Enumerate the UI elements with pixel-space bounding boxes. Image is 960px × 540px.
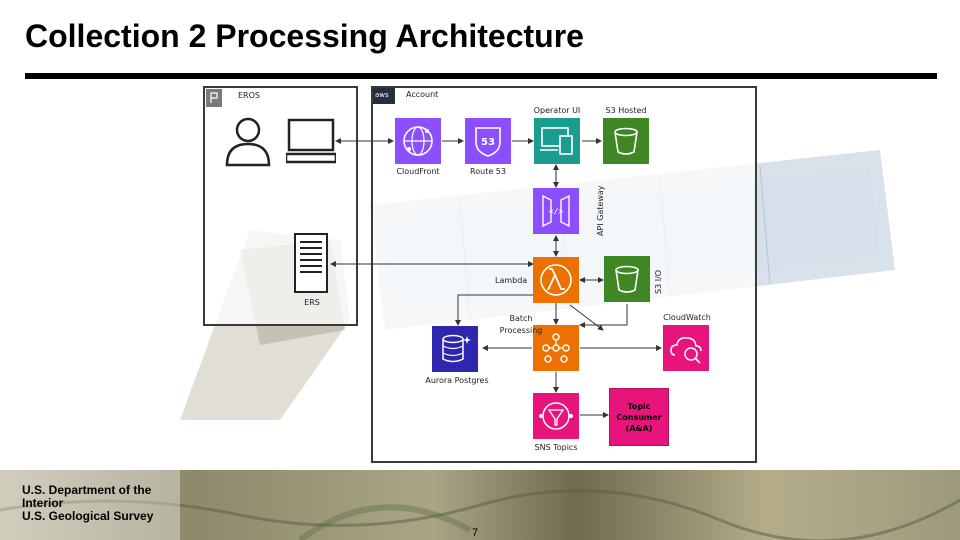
topic-consumer-line2: Consumer: [616, 412, 662, 422]
title-underline: [25, 73, 937, 79]
lambda-label: Lambda: [495, 276, 528, 285]
ers-label: ERS: [304, 298, 320, 307]
s3-io-label: S3 I/O: [654, 269, 663, 294]
footer-agency-text: U.S. Department of the Interior U.S. Geo…: [22, 484, 172, 523]
eros-flag-icon: [206, 89, 222, 107]
cloudwatch-node: [663, 325, 709, 371]
cloudwatch-icon: [670, 337, 702, 364]
aurora-postgres-label: Aurora Postgres: [425, 376, 489, 385]
page-number: 7: [472, 527, 479, 539]
api-gateway-node: </>: [533, 188, 579, 234]
computer-icon: [286, 118, 336, 164]
eros-label: EROS: [238, 91, 260, 100]
route53-label: Route 53: [470, 167, 506, 176]
aws-logo-icon: [373, 88, 395, 104]
cloudfront-icon: [403, 126, 433, 156]
account-label: Account: [406, 90, 439, 99]
footer-line1: U.S. Department of the Interior: [22, 483, 152, 510]
topic-consumer-node: Topic Consumer (A&A): [609, 388, 669, 446]
cloudwatch-label: CloudWatch: [663, 313, 711, 322]
s3-hosted-label: S3 Hosted: [605, 106, 647, 115]
batch-label-line1: Batch: [509, 314, 533, 323]
sns-icon: [539, 402, 573, 430]
svg-text:53: 53: [481, 137, 495, 148]
aws-badge-text: aws: [375, 91, 389, 99]
operator-ui-label: Operator UI: [533, 106, 581, 115]
server-icon: [294, 233, 328, 293]
aurora-postgres-node: [432, 326, 478, 372]
page-title: Collection 2 Processing Architecture: [25, 18, 584, 54]
route53-node: 53: [465, 118, 511, 164]
svg-text:</>: </>: [549, 207, 564, 216]
s3-bucket-icon: [615, 265, 639, 293]
batch-icon: [542, 333, 570, 363]
user-icon: [225, 117, 271, 167]
database-icon: [442, 334, 471, 363]
api-gateway-icon: </>: [542, 194, 570, 228]
batch-processing-node: [533, 325, 579, 371]
operator-ui-node: [534, 118, 580, 164]
sns-topics-label: SNS Topics: [534, 443, 578, 452]
topic-consumer-line1: Topic: [627, 401, 651, 411]
sns-topics-node: [533, 393, 579, 439]
footer-line2: U.S. Geological Survey: [22, 509, 154, 523]
cloudfront-label: CloudFront: [396, 167, 440, 176]
s3-io-node: [604, 256, 650, 302]
batch-label-line2: Processing: [499, 326, 543, 335]
lambda-icon: [540, 264, 572, 296]
topic-consumer-line3: (A&A): [625, 423, 653, 433]
lambda-node: [533, 257, 579, 303]
s3-bucket-icon: [614, 127, 638, 155]
operator-ui-icon: [540, 127, 573, 155]
api-gateway-label: API Gateway: [596, 185, 605, 236]
cloudfront-node: [395, 118, 441, 164]
footer-landscape-image: [0, 470, 960, 540]
route53-shield-icon: 53: [475, 127, 501, 157]
s3-hosted-node: [603, 118, 649, 164]
